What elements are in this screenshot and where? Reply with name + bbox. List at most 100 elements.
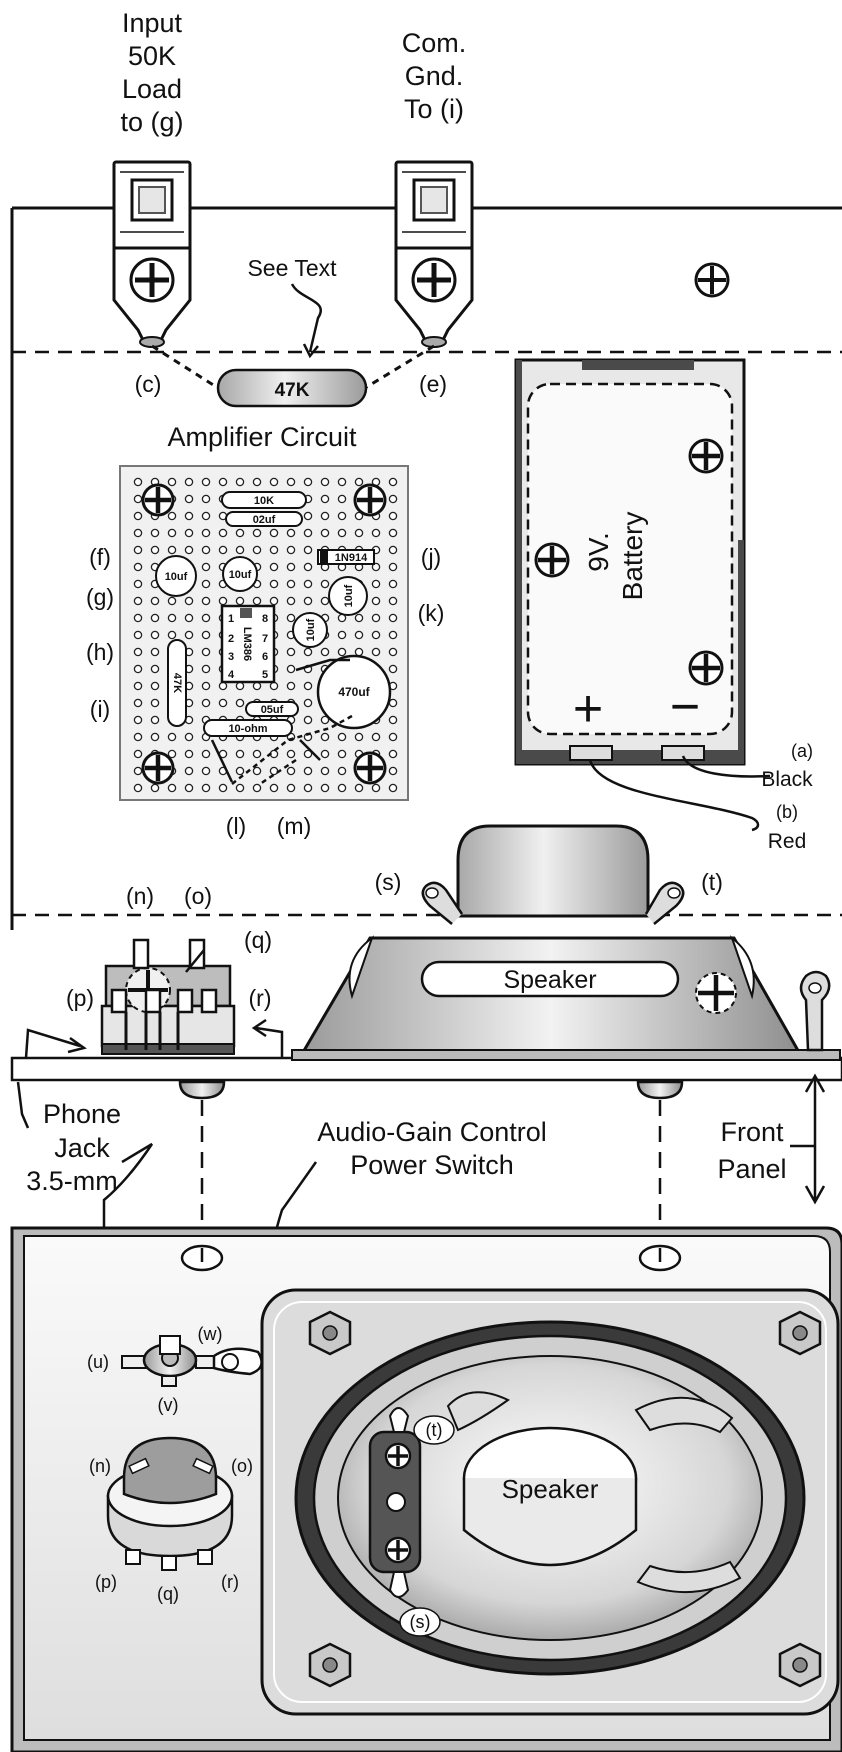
perfboard-hole [371,579,381,589]
svg-text:Power Switch: Power Switch [350,1150,514,1180]
perfboard-hole [303,647,313,657]
perfboard-hole [218,681,228,691]
perfboard-hole [184,477,194,487]
label-t-front: (t) [426,1420,443,1440]
perfboard-hole [303,749,313,759]
perfboard-hole [184,511,194,521]
svg-text:50K: 50K [128,41,176,71]
perfboard-hole [303,766,313,776]
perfboard-hole [354,732,364,742]
perfboard-hole [286,613,296,623]
perfboard-hole [269,766,279,776]
perfboard-hole [286,579,296,589]
perfboard-hole [201,613,211,623]
svg-text:3.5-mm: 3.5-mm [26,1166,118,1196]
perfboard-hole [184,732,194,742]
svg-text:Phone: Phone [43,1099,121,1129]
perfboard-hole [133,715,143,725]
perfboard-hole [150,681,160,691]
label-k: (k) [418,600,445,626]
perfboard-hole [388,766,398,776]
svg-text:10-ohm: 10-ohm [228,723,267,735]
perfboard-hole [388,477,398,487]
label-f: (f) [89,544,111,570]
perfboard-hole [184,528,194,538]
battery-holder-icon: 9V. Battery + − [514,358,746,766]
perfboard-hole [201,749,211,759]
amplifier-title: Amplifier Circuit [167,422,357,452]
resistor-47k: 47K [216,368,368,408]
wire-red [588,759,760,832]
perfboard-hole [286,766,296,776]
perfboard-hole [133,630,143,640]
perfboard-hole [133,545,143,555]
perfboard-hole [133,613,143,623]
phone-jack-label: Phone Jack 3.5-mm [26,1099,121,1196]
svg-text:To (i): To (i) [404,94,464,124]
front-panel-arrow [790,1073,826,1205]
perfboard-hole [354,528,364,538]
svg-text:10uf: 10uf [229,569,252,581]
perfboard-hole [167,528,177,538]
perfboard-hole [218,698,228,708]
perfboard-hole [388,715,398,725]
perfboard-hole [133,681,143,691]
label-q-front: (q) [157,1584,179,1604]
perfboard-hole [184,783,194,793]
perfboard-hole [218,596,228,606]
svg-text:7: 7 [262,633,268,645]
perfboard-hole [269,783,279,793]
perfboard-hole [303,698,313,708]
wire-black [681,755,771,778]
label-p-front: (p) [95,1572,117,1592]
perfboard-hole [371,528,381,538]
perfboard-hole [354,511,364,521]
perfboard-hole [201,698,211,708]
perfboard-hole [167,511,177,521]
svg-text:470uf: 470uf [338,685,370,699]
svg-text:Front: Front [720,1117,784,1147]
svg-text:+: + [573,680,603,738]
perfboard-hole [201,596,211,606]
see-text-arrow [290,283,322,353]
perfboard-hole [184,545,194,555]
perfboard-hole [201,664,211,674]
perfboard-hole [184,494,194,504]
label-t: (t) [701,869,723,895]
svg-text:1N914: 1N914 [335,552,368,564]
perfboard-hole [150,613,160,623]
perfboard-hole [150,528,160,538]
perfboard-hole [337,749,347,759]
perfboard-hole [167,732,177,742]
perfboard-hole [167,477,177,487]
perfboard-hole [150,783,160,793]
perfboard-hole [303,562,313,572]
perfboard-hole [320,732,330,742]
perfboard-hole [184,596,194,606]
input-jack-label: Input 50K Load to (g) [120,8,183,137]
label-c: (c) [135,371,162,397]
perfboard-hole [371,630,381,640]
perfboard-hole [150,545,160,555]
svg-text:47K: 47K [275,380,310,401]
perfboard-hole [337,647,347,657]
perfboard-hole [303,511,313,521]
svg-text:47K: 47K [171,673,183,693]
perfboard-hole [235,749,245,759]
perfboard-hole [269,562,279,572]
perfboard-hole [252,596,262,606]
svg-text:Battery: Battery [617,512,648,601]
perfboard-hole [133,664,143,674]
perfboard-hole [388,783,398,793]
perfboard-hole [388,511,398,521]
svg-text:9V.: 9V. [583,532,614,571]
perfboard-hole [286,749,296,759]
perfboard-hole [201,494,211,504]
perfboard-hole [252,528,262,538]
com-jack-label: Com. Gnd. To (i) [402,28,467,124]
perfboard-hole [184,613,194,623]
perfboard-hole [269,681,279,691]
perfboard-hole [201,545,211,555]
perfboard-hole [303,528,313,538]
perfboard-hole [286,681,296,691]
